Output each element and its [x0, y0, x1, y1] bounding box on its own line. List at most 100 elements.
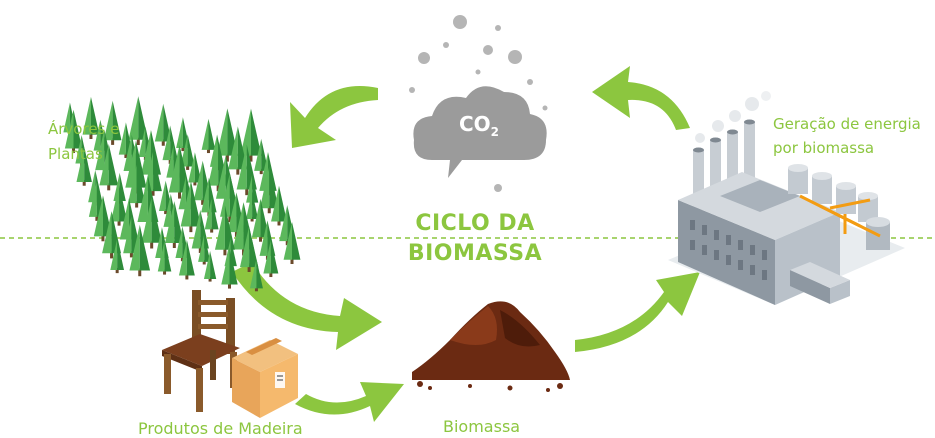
smoke [761, 91, 771, 101]
tree-crown-dark [246, 144, 257, 190]
tree-crown-dark [73, 109, 83, 149]
tree-crown-dark [287, 205, 296, 242]
arrow-products-to-biomass [295, 382, 404, 422]
tree-crown-light [180, 134, 188, 167]
tree-crown-dark [108, 143, 119, 186]
tree-trunk [150, 240, 154, 249]
tree-crown-dark [90, 96, 100, 135]
tree-trunk [117, 219, 121, 226]
tree-crown-light [123, 216, 132, 254]
tree-crown-light [232, 202, 244, 250]
tree-crown-light [128, 96, 139, 140]
tree-crown-dark [112, 100, 122, 141]
tree-crown-light [119, 198, 129, 240]
tree-crown-light [158, 180, 166, 212]
tree-crown-light [82, 96, 91, 135]
tree-crown-dark [187, 134, 195, 167]
tree-crown-dark [202, 160, 212, 201]
tree-trunk [185, 273, 189, 280]
tree-trunk [198, 246, 202, 253]
tree-crown-dark [179, 144, 191, 193]
tree-crown-light [162, 125, 171, 161]
tree-trunk [164, 209, 168, 215]
tree-trunk [110, 251, 114, 259]
tree-crown-light [249, 258, 257, 289]
tree-crown-light [283, 221, 293, 260]
co2-formula: CO2 [444, 112, 514, 144]
tree-trunk [285, 239, 289, 246]
arrow-factory-to-cloud [592, 66, 690, 130]
tree-trunk [277, 219, 281, 226]
tree-crown-light [168, 144, 180, 193]
tree-crown-dark [170, 125, 178, 161]
chimney-top [693, 147, 704, 153]
tree-crown-light [228, 126, 238, 170]
orange-pipes [799, 194, 881, 238]
bubble [542, 105, 548, 111]
tree-trunk [136, 137, 140, 146]
tree-crown-dark [224, 205, 235, 250]
tree-crown-dark [136, 164, 146, 204]
tree-crown-dark [270, 239, 279, 274]
tree-trunk [189, 224, 193, 233]
tree-crown-light [93, 195, 103, 237]
tree-crown-light [254, 138, 262, 171]
tree-crown-light [110, 238, 118, 270]
wooden-chair [162, 290, 240, 412]
tree-crown-light [191, 209, 201, 249]
tree-trunk [228, 214, 232, 223]
tree-trunk [129, 251, 133, 258]
tree-crown-light [157, 240, 165, 272]
tree-crown-light [140, 130, 151, 175]
tree-crown-dark [260, 198, 270, 238]
bubble [475, 69, 481, 75]
tree-crown-light [141, 197, 152, 243]
annex-front [790, 270, 830, 304]
annex-roof [790, 262, 850, 288]
tree-crown-dark [153, 151, 162, 192]
tree-crown-light [138, 126, 146, 157]
tree-trunk [172, 240, 176, 249]
tree-crown-light [271, 185, 279, 222]
tree-crown-dark [269, 166, 279, 209]
chimney [727, 132, 738, 194]
chimney [693, 150, 704, 210]
tree-crown-dark [164, 240, 172, 272]
tree-crown-light [239, 226, 250, 268]
tree-crown-light [198, 233, 205, 262]
tree-trunk [259, 168, 263, 175]
tree-crown-dark [200, 209, 209, 249]
tree-crown-light [154, 103, 164, 142]
co2-text: CO [458, 112, 491, 136]
tree-crown-light [144, 151, 154, 192]
tree-crown-light [251, 198, 261, 238]
bubble [508, 50, 522, 64]
tree-trunk [72, 146, 76, 153]
tree-crown-light [88, 170, 96, 203]
tree-trunk [216, 183, 220, 192]
cycle-arrows [232, 66, 700, 422]
tree-crown-light [137, 175, 148, 223]
tree-crown-dark [261, 138, 269, 171]
tree-crown-dark [229, 173, 240, 217]
tree-crown-light [240, 108, 251, 156]
tree-crown-light [259, 220, 268, 256]
label-biomass: Biomassa [443, 417, 521, 436]
tree-crown-light [164, 201, 175, 243]
tree-trunk [259, 235, 263, 242]
tree-crown-dark [249, 226, 259, 268]
tree-trunk [101, 234, 105, 242]
tree-trunk [236, 167, 240, 175]
tree-trunk [89, 132, 93, 139]
tree-trunk [267, 206, 271, 214]
bubble [483, 45, 493, 55]
tree-crown-dark [186, 239, 195, 276]
tree-trunk [193, 180, 197, 186]
tree-crown-dark [211, 198, 219, 230]
tree-trunk [124, 152, 128, 159]
tree-crown-dark [163, 103, 172, 142]
tree-crown-dark [252, 191, 259, 219]
tree-trunk [115, 267, 119, 274]
tree-crown-dark [250, 108, 262, 156]
